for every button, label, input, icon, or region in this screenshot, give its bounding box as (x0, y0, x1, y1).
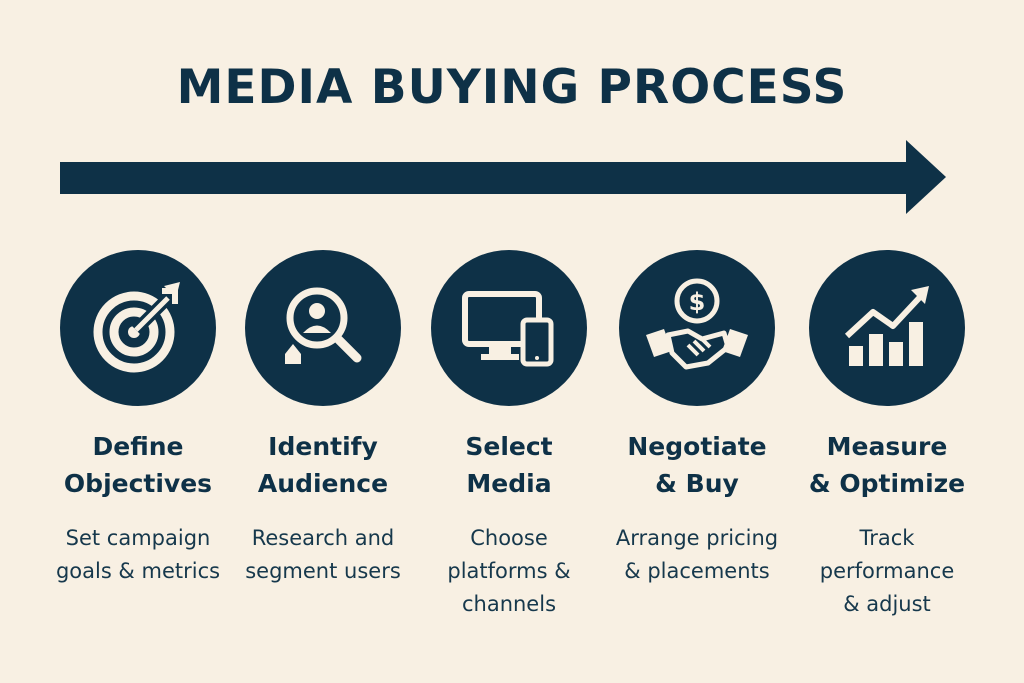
step-title: Select Media (465, 432, 553, 498)
devices-icon (462, 291, 554, 367)
step-title: Negotiate & Buy (627, 432, 767, 498)
page-title: MEDIA BUYING PROCESS (176, 60, 848, 115)
step-identify-audience: Identify Audience Research and segment u… (228, 250, 418, 588)
step-description: Arrange pricing & placements (615, 526, 779, 583)
step-description: Choose platforms & channels (447, 526, 571, 616)
process-arrow (60, 140, 946, 214)
handshake-dollar-icon: $ (646, 278, 748, 370)
step-circle (809, 250, 965, 406)
growth-chart-icon (844, 286, 929, 366)
step-description: Set campaign goals & metrics (55, 526, 221, 583)
step-circle (245, 250, 401, 406)
svg-text:$: $ (689, 288, 706, 316)
step-description: Research and segment users (245, 526, 401, 583)
step-circle (60, 250, 216, 406)
step-title: Define Objectives (63, 432, 213, 498)
step-measure-optimize: Measure & Optimize Track performance & a… (792, 250, 982, 621)
step-negotiate-buy: $ Negotiate & Buy Arrange pricing & plac… (602, 250, 792, 588)
step-select-media: Select Media Choose platforms & channels (414, 250, 604, 621)
step-circle: $ (619, 250, 775, 406)
step-title: Identify Audience (257, 432, 389, 498)
step-circle (431, 250, 587, 406)
step-define-objectives: Define Objectives Set campaign goals & m… (43, 250, 233, 588)
step-description: Track performance & adjust (819, 526, 955, 616)
magnifier-user-icon (285, 287, 362, 364)
step-title: Measure & Optimize (808, 432, 966, 498)
target-icon (93, 282, 180, 373)
